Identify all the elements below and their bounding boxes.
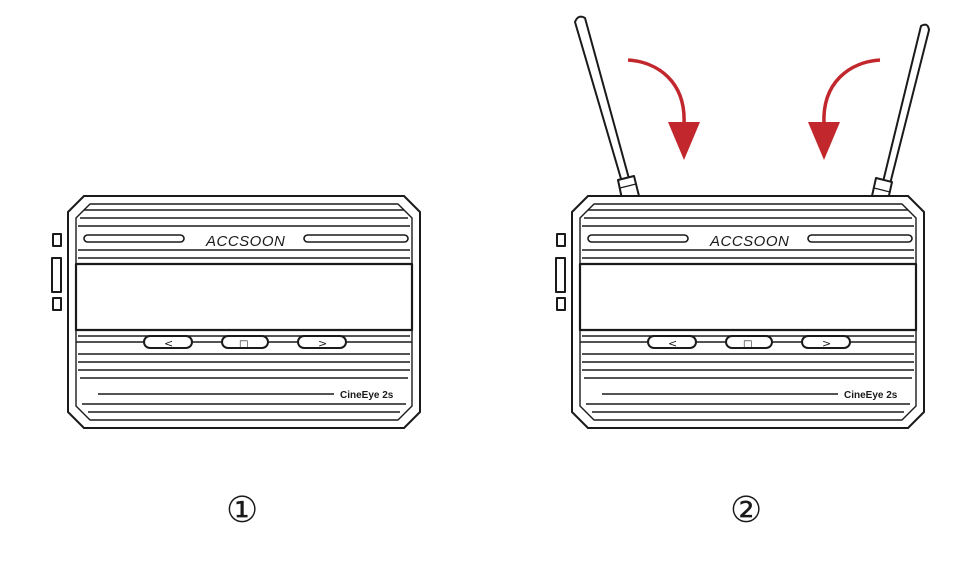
right-button-glyph: > (318, 337, 327, 350)
step-number-2: ② (730, 490, 762, 531)
brand-logo: ACCSOON (205, 233, 285, 250)
curved-down-arrow-icon-right (806, 58, 882, 162)
center-button-glyph: □ (239, 339, 248, 350)
step-number-1: ① (226, 490, 258, 531)
left-button-glyph: < (164, 337, 173, 350)
left-button-glyph: < (668, 337, 677, 350)
center-button-glyph: □ (743, 339, 752, 350)
right-button-glyph: > (822, 337, 831, 350)
antenna-left (574, 15, 640, 200)
model-label: CineEye 2s (340, 390, 394, 401)
curved-down-arrow-icon-left (626, 58, 702, 162)
model-label: CineEye 2s (844, 390, 898, 401)
device-2: ACCSOON CineEye 2s < □ > (554, 194, 926, 430)
antenna-right (871, 23, 930, 201)
brand-logo: ACCSOON (709, 233, 789, 250)
device-1: ACCSOON CineEye 2s < □ > (50, 194, 422, 430)
